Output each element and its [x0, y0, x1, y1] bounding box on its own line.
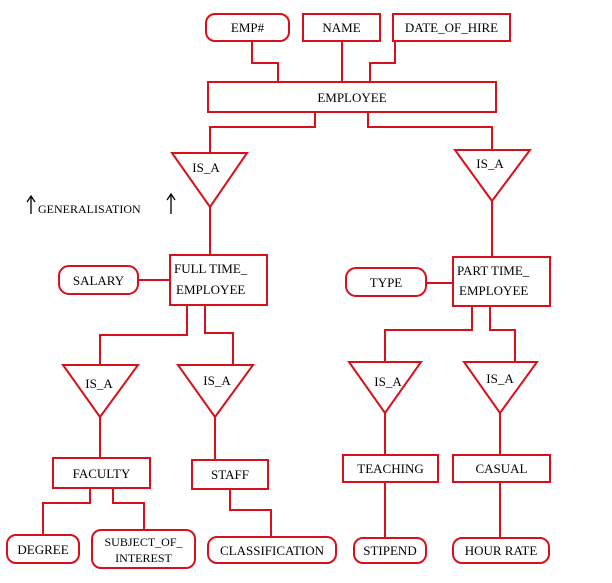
attribute-stipend-label: STIPEND	[363, 543, 416, 558]
entity-full-time-employee: FULL TIME_ EMPLOYEE	[169, 254, 268, 306]
connectors	[42, 41, 516, 538]
attribute-hour-rate: HOUR RATE	[452, 537, 550, 564]
attribute-date-of-hire: DATE_OF_HIRE	[392, 13, 511, 42]
entity-teaching: TEACHING	[342, 454, 439, 483]
isa-staff-label: IS_A	[203, 373, 231, 388]
attribute-type-label: TYPE	[370, 275, 403, 290]
isa-teaching: IS_A	[347, 361, 423, 415]
entity-full-time-label-1: FULL TIME_	[174, 261, 248, 276]
attribute-classification: CLASSIFICATION	[207, 536, 337, 564]
attribute-emp: EMP#	[205, 13, 290, 42]
entity-part-time-label-1: PART TIME_	[457, 263, 530, 278]
isa-right: IS_A	[453, 149, 532, 203]
attribute-type: TYPE	[345, 267, 427, 297]
generalisation-label: GENERALISATION	[38, 202, 141, 216]
attribute-stipend: STIPEND	[353, 537, 427, 564]
attribute-date-of-hire-label: DATE_OF_HIRE	[405, 20, 498, 35]
entity-faculty-label: FACULTY	[73, 466, 131, 481]
isa-faculty: IS_A	[61, 364, 140, 419]
isa-right-label: IS_A	[476, 156, 504, 171]
entity-casual-label: CASUAL	[475, 461, 527, 476]
attribute-name-label: NAME	[322, 20, 360, 35]
entity-staff: STAFF	[191, 459, 269, 490]
entity-employee-label: EMPLOYEE	[317, 90, 386, 105]
connector-employee-isa-left	[209, 112, 316, 153]
isa-faculty-label: IS_A	[85, 376, 113, 391]
connector-employee-isa-right	[367, 112, 493, 153]
connector-faculty-degree	[42, 488, 91, 535]
isa-left: IS_A	[170, 152, 249, 209]
connector-parttime-isa-teaching	[384, 306, 473, 362]
arrow-up-icon	[26, 194, 36, 214]
isa-left-label: IS_A	[192, 160, 220, 175]
attribute-hour-rate-label: HOUR RATE	[465, 543, 538, 558]
entity-part-time-employee: PART TIME_ EMPLOYEE	[452, 256, 551, 307]
connector-fulltime-isa-faculty	[99, 305, 188, 365]
isa-staff: IS_A	[176, 364, 255, 419]
connector-fulltime-isa-staff	[204, 305, 234, 365]
attribute-subject-of-interest: SUBJECT_OF_ INTEREST	[91, 529, 196, 569]
connector-parttime-isa-casual	[489, 306, 516, 362]
entity-employee: EMPLOYEE	[207, 81, 497, 113]
isa-casual: IS_A	[462, 361, 539, 415]
entity-faculty: FACULTY	[52, 457, 151, 489]
connector-emp-employee	[251, 41, 279, 82]
attribute-classification-label: CLASSIFICATION	[220, 543, 325, 558]
attribute-degree: DEGREE	[6, 534, 80, 564]
entity-part-time-label-2: EMPLOYEE	[459, 283, 528, 298]
attribute-subject-label-1: SUBJECT_OF_	[104, 535, 183, 549]
attribute-degree-label: DEGREE	[17, 542, 68, 557]
entity-teaching-label: TEACHING	[357, 461, 423, 476]
connector-faculty-subject	[112, 488, 145, 530]
attribute-subject-label-2: INTEREST	[115, 551, 172, 565]
arrow-up-icon	[166, 192, 176, 214]
entity-staff-label: STAFF	[211, 467, 249, 482]
isa-casual-label: IS_A	[486, 371, 514, 386]
attribute-salary: SALARY	[58, 265, 139, 295]
connector-doh-employee	[369, 41, 396, 82]
attribute-name: NAME	[302, 13, 381, 42]
connector-staff-classification	[229, 489, 272, 537]
attribute-salary-label: SALARY	[73, 273, 125, 288]
entity-casual: CASUAL	[452, 454, 551, 483]
isa-teaching-label: IS_A	[374, 374, 402, 389]
generalisation-annotation: GENERALISATION	[26, 192, 176, 216]
attribute-emp-label: EMP#	[231, 20, 265, 35]
entity-full-time-label-2: EMPLOYEE	[176, 282, 245, 297]
